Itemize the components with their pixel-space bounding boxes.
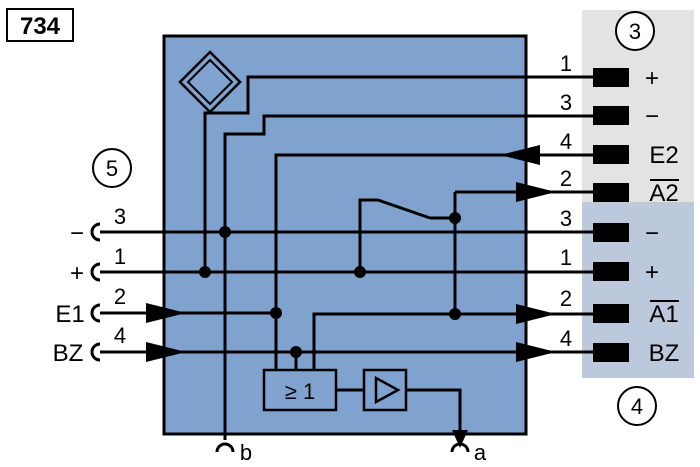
right-pin-number: 4 [560, 129, 572, 154]
callout-top-right: 3 [615, 11, 655, 51]
callout-bottom-right: 4 [617, 386, 657, 426]
right-signal-label: BZ [649, 340, 680, 367]
or-gate-label: ≥ 1 [285, 379, 315, 404]
left-signal-label: BZ [53, 340, 84, 367]
signal-arrows [146, 145, 556, 448]
left-signal-label: + [70, 260, 84, 287]
left-pin-number: 4 [114, 323, 126, 348]
right-pin-number: 2 [560, 286, 572, 311]
left-plug-hooks [90, 222, 101, 362]
right-pin-number: 3 [560, 90, 572, 115]
right-pin-blocks [593, 68, 629, 362]
terminal-a-arrow [452, 430, 468, 448]
right-signal-label: − [645, 220, 659, 247]
terminal-b-label: b [240, 440, 252, 465]
diagram-id-badge: 734 [6, 8, 74, 42]
right-signal-label: + [645, 65, 659, 92]
right-signal-label: A2 [649, 180, 678, 207]
a2-arrow [516, 182, 556, 202]
terminal-a: a [450, 440, 487, 465]
callout-number: 5 [106, 156, 118, 181]
right-pin-number: 4 [560, 326, 572, 351]
left-signal-label: − [70, 220, 84, 247]
right-signal-labels: + − E2 A2 − + A1 BZ [645, 65, 679, 367]
terminal-a-label: a [474, 440, 487, 465]
callout-left: 5 [92, 148, 132, 188]
right-pin-number: 1 [560, 51, 572, 76]
e1-arrow [146, 303, 186, 323]
right-signal-label: E2 [649, 142, 678, 169]
left-signal-labels: − + E1 BZ [53, 220, 85, 367]
left-pin-number: 2 [114, 284, 126, 309]
right-pin-number: 1 [560, 245, 572, 270]
e2-arrow [500, 145, 540, 165]
left-signal-label: E1 [55, 301, 84, 328]
terminal-b: b [215, 440, 252, 465]
amplifier-triangle-icon [374, 375, 401, 405]
callout-number: 3 [629, 19, 641, 44]
or-gate: ≥ 1 [262, 368, 338, 412]
right-signal-label: − [645, 103, 659, 130]
a1-arrow [516, 304, 556, 324]
bz-in-arrow [146, 342, 186, 362]
right-pin-numbers: 1 3 4 2 3 1 2 4 [560, 51, 572, 351]
right-signal-label: + [645, 259, 659, 286]
bz-out-arrow [516, 342, 556, 362]
diagram-id-label: 734 [20, 13, 61, 40]
left-pin-numbers: 3 1 2 4 [114, 204, 126, 348]
callout-number: 4 [631, 394, 643, 419]
junction-dots [199, 212, 461, 358]
amplifier-block [362, 368, 408, 412]
right-pin-number: 2 [560, 166, 572, 191]
right-signal-label: A1 [649, 301, 678, 328]
left-pin-number: 1 [114, 244, 126, 269]
right-pin-number: 3 [560, 206, 572, 231]
left-pin-number: 3 [114, 204, 126, 229]
